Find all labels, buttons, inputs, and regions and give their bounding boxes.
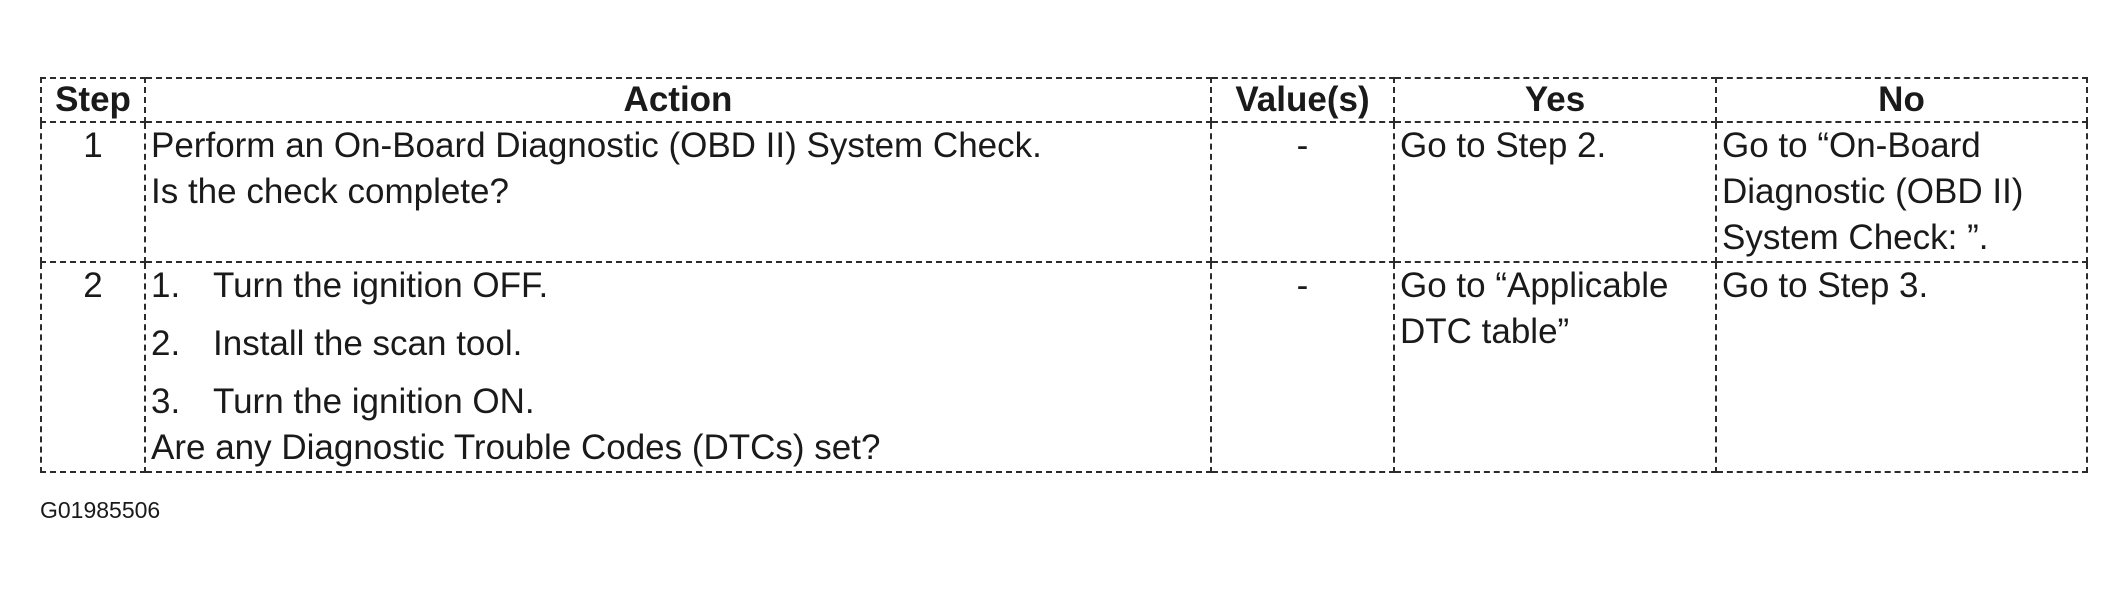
yes-line: DTC table” — [1400, 312, 1570, 351]
step-number: 2 — [40, 261, 146, 473]
no-cell: Go to Step 3. — [1715, 261, 2088, 473]
action-step-num: 1. — [151, 266, 181, 305]
action-cell: 1. Turn the ignition OFF. 2. Install the s… — [144, 261, 1212, 473]
value-cell: - — [1210, 261, 1395, 473]
step-number: 1 — [40, 121, 146, 263]
no-cell: Go to “On-Board Diagnostic (OBD II) Syst… — [1715, 121, 2088, 263]
table-row: 1 Perform an On-Board Diagnostic (OBD II… — [40, 121, 2088, 263]
action-step-text: Turn the ignition OFF. — [213, 266, 549, 305]
action-question: Is the check complete? — [151, 172, 509, 211]
no-line: System Check: ”. — [1722, 218, 1989, 257]
header-step: Step — [40, 77, 146, 123]
action-step-item: 3. Turn the ignition ON. — [151, 379, 1205, 425]
table-row: 2 1. Turn the ignition OFF. 2. Install the… — [40, 261, 2088, 473]
header-no: No — [1715, 77, 2088, 123]
yes-cell: Go to Step 2. — [1393, 121, 1717, 263]
action-step-num: 3. — [151, 382, 181, 421]
value-cell: - — [1210, 121, 1395, 263]
yes-cell: Go to “Applicable DTC table” — [1393, 261, 1717, 473]
action-instruction: Perform an On-Board Diagnostic (OBD II) … — [151, 126, 1042, 165]
header-row: Step Action Value(s) Yes No — [40, 77, 2088, 123]
yes-line: Go to “Applicable — [1400, 266, 1669, 305]
action-step-text: Turn the ignition ON. — [213, 382, 535, 421]
diagnostic-table: Step Action Value(s) Yes No 1 Perform an… — [40, 77, 2088, 473]
no-line: Diagnostic (OBD II) — [1722, 172, 2024, 211]
header-values: Value(s) — [1210, 77, 1395, 123]
header-action: Action — [144, 77, 1212, 123]
action-step-text: Install the scan tool. — [213, 324, 523, 363]
no-line: Go to “On-Board — [1722, 126, 1981, 165]
action-step-item: 2. Install the scan tool. — [151, 321, 1205, 367]
action-step-item: 1. Turn the ignition OFF. — [151, 264, 1205, 309]
action-cell: Perform an On-Board Diagnostic (OBD II) … — [144, 121, 1212, 263]
action-step-num: 2. — [151, 324, 181, 363]
action-question: Are any Diagnostic Trouble Codes (DTCs) … — [151, 428, 881, 467]
header-yes: Yes — [1393, 77, 1717, 123]
figure-id: G01985506 — [40, 497, 161, 523]
